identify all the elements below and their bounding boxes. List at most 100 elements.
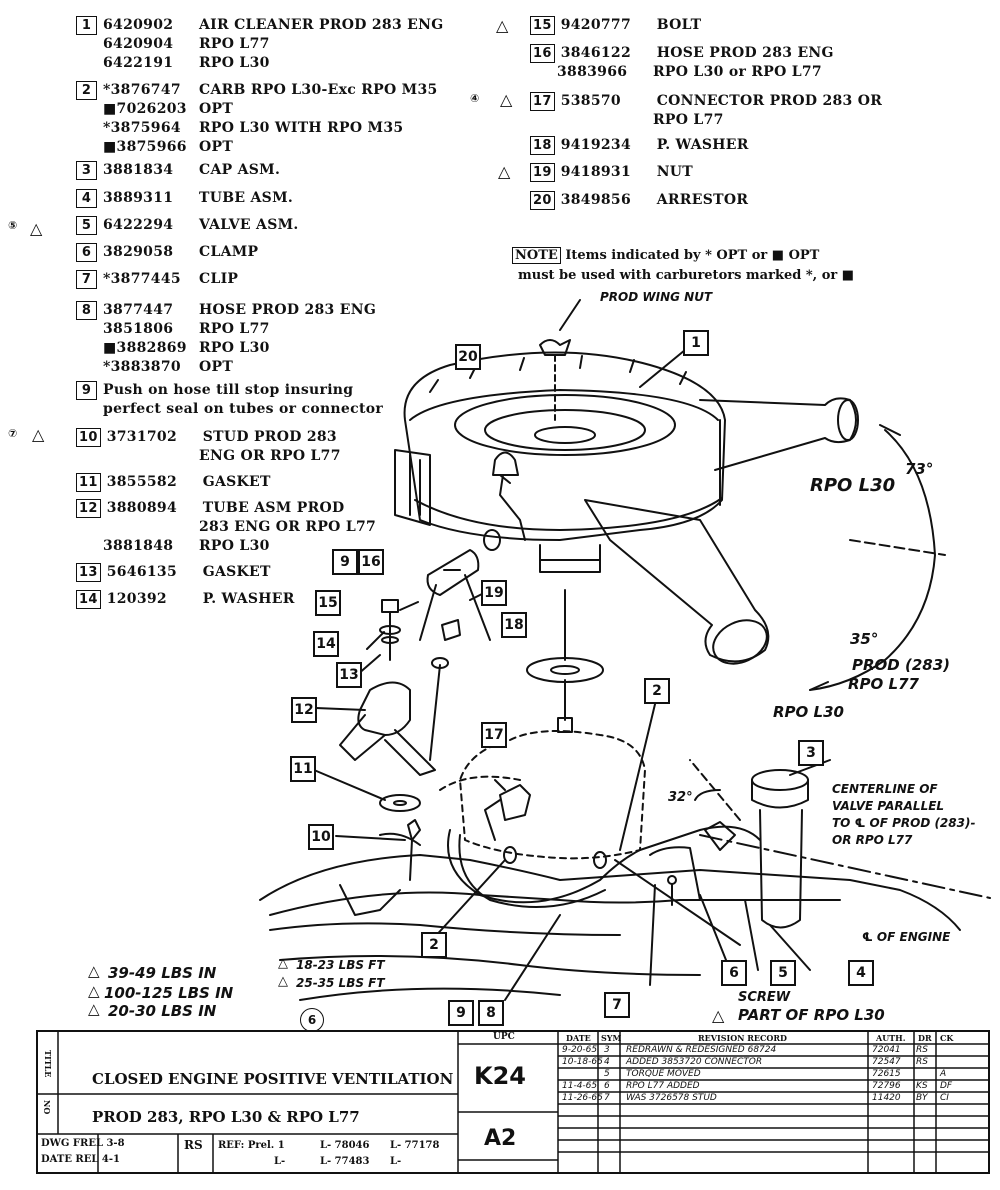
revision-date: 11-26-65 [562,1093,603,1103]
rev-marker-3a: △ [30,219,43,238]
revision-date: 9-20-65 [562,1045,598,1055]
part-description: TUBE ASM PROD [202,500,345,516]
callout-20: 20 [455,344,481,370]
part-number: 6422294 [103,217,174,233]
part-number: 6420904 [103,36,174,52]
callout-5: 5 [770,960,796,986]
part-number: 5646135 [106,564,177,580]
callout-2b: 2 [421,932,447,958]
note-line2: must be used with carburetors marked *, … [518,268,855,283]
revision-rec: TORQUE MOVED [626,1069,701,1079]
part-number: 3883966 [557,64,628,80]
callout-15: 15 [315,590,341,616]
part-number: 3829058 [103,244,174,260]
revision-rec: REDRAWN & REDESIGNED 68724 [626,1045,777,1055]
part-number: 6420902 [103,17,174,33]
revision-rec: ADDED 3853720 CONNECTOR [626,1057,763,1067]
rev-marker-7: ⑦ [8,427,18,440]
title-label: TITLE [43,1050,53,1078]
label-centerline-4: OR RPO L77 [832,833,913,847]
revision-auth: 72041 [872,1045,901,1055]
rev-ck-header: CK [940,1033,954,1043]
part-description: OPT [199,101,234,117]
ref-l5: L- [390,1156,402,1167]
rev-sym-header: SYM [601,1033,622,1043]
label-centerline-1: CENTERLINE OF [832,782,938,796]
part-number-box: 15 [530,16,555,35]
torque-3: 20-30 LBS IN [108,1002,217,1020]
callout-18: 18 [501,612,527,638]
part-description: STUD PROD 283 [202,429,337,445]
part-number: ■3882869 [103,340,187,356]
title-block: TITLE CLOSED ENGINE POSITIVE VENTILATION… [36,1030,990,1174]
part-description: P. WASHER [656,137,749,153]
callout-9b: 9 [448,1000,474,1026]
part-description: AIR CLEANER PROD 283 ENG [199,17,444,33]
revision-ck: DF [940,1081,953,1091]
part-description: RPO L30 [199,538,270,554]
part-number-box: 18 [530,136,555,155]
callout-14: 14 [313,631,339,657]
callout-9: 9 [332,549,358,575]
label-screw: SCREW [738,990,791,1005]
part-description: CONNECTOR PROD 283 OR [656,93,883,109]
note-line1: Items indicated by * OPT or ■ OPT [565,248,820,263]
rev-marker-2: △ [496,16,509,35]
part-number: 3880894 [106,500,177,516]
callout-12: 12 [291,697,317,723]
part-number-box: 20 [530,191,555,210]
part-number-box: 4 [76,189,97,208]
part-description: OPT [199,139,234,155]
part-description: ARRESTOR [656,192,749,208]
ref-l2: L- 77178 [390,1140,440,1151]
part-note: perfect seal on tubes or connector [103,401,384,417]
label-angle-35: 35° [850,630,879,648]
part-description: RPO L30 [199,340,270,356]
oil-fill-cap [751,769,809,791]
part-number-box: 19 [530,163,555,182]
part-description: VALVE ASM. [199,217,299,233]
stud [407,819,421,881]
part-number-box: 8 [76,301,97,320]
part-number-box: 7 [76,270,97,289]
rev-marker-6: △ [32,425,45,444]
rev-record-header: REVISION RECORD [698,1033,787,1043]
part-number: 3877447 [103,302,174,318]
snorkel [699,397,857,471]
revision-sym: 3 [604,1045,610,1055]
part-description: RPO L77 [653,112,724,128]
revision-sym: 6 [604,1081,610,1091]
sheet-code: A2 [484,1126,517,1151]
callout-1: 1 [683,330,709,356]
torque-5: 25-35 LBS FT [296,976,385,990]
label-angle-32: 32° [668,790,693,805]
upc-label: UPC [493,1032,515,1042]
part-number-box: 13 [76,563,101,582]
label-part-of: PART OF RPO L30 [738,1006,885,1024]
part-number-box: 1 [76,16,97,35]
part-number: 3881848 [103,538,174,554]
arrestor [492,451,519,476]
part-number: ■3875966 [103,139,187,155]
rev-marker-4b: △ [498,162,511,181]
part-number: 3849856 [560,192,631,208]
revision-dr: KS [916,1081,928,1091]
part-number-box: 2 [76,81,97,100]
label-cl-engine: ℄ OF ENGINE [862,930,951,944]
circle-6: 6 [300,1008,324,1032]
drawing-subtitle: PROD 283, RPO L30 & RPO L77 [92,1108,360,1126]
callout-16: 16 [358,549,384,575]
part-number-box: 12 [76,499,101,518]
